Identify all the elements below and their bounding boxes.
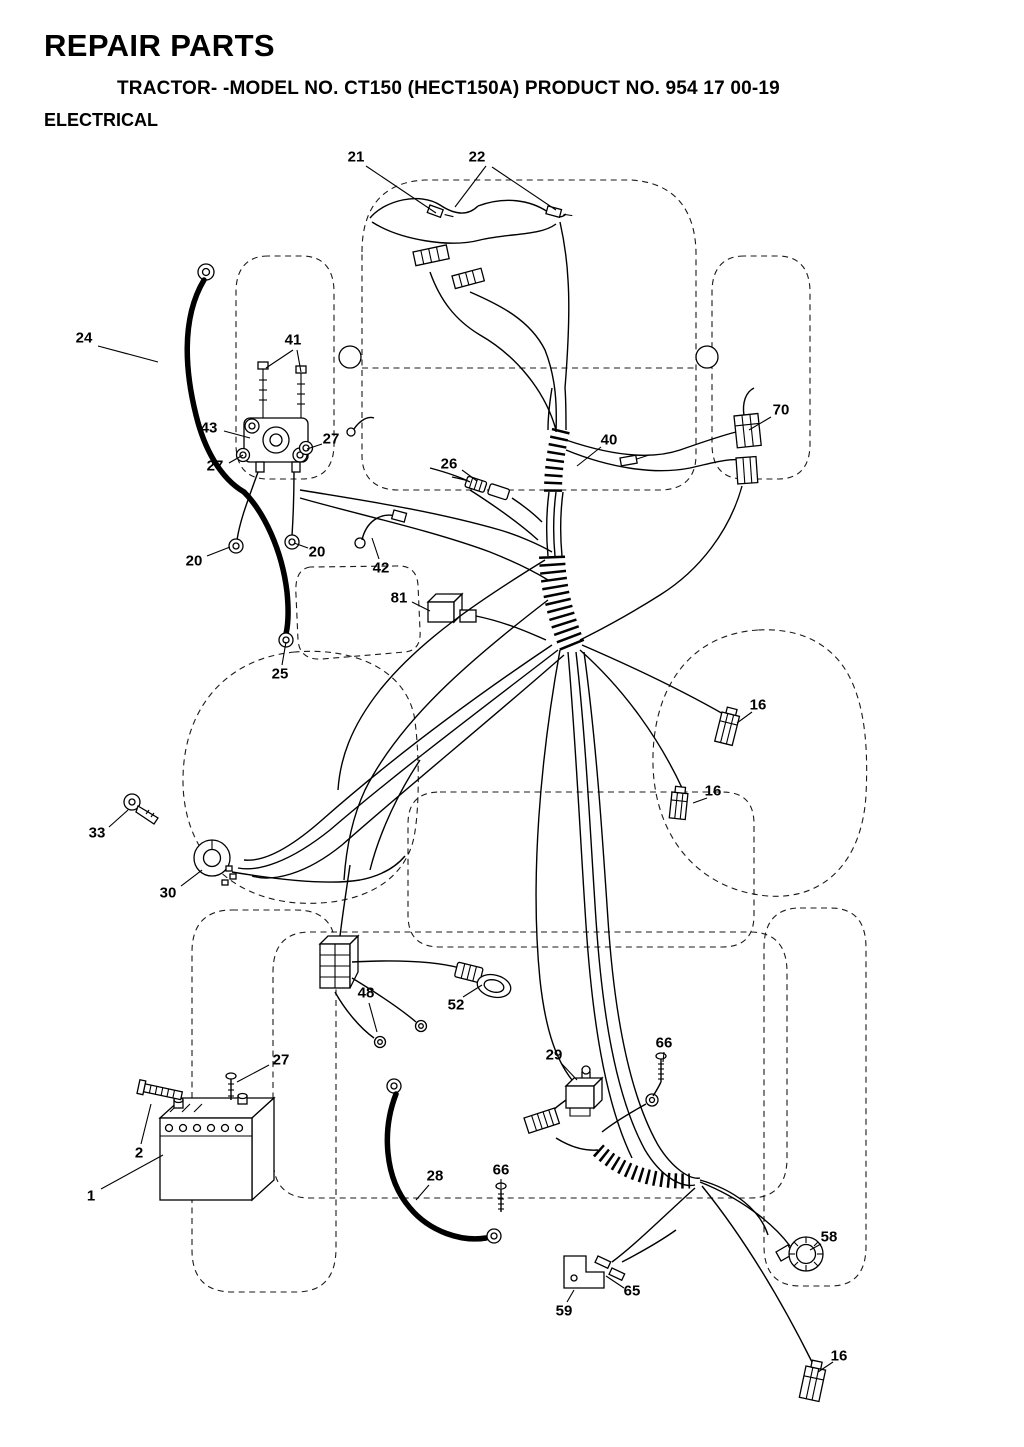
part-callout: 59 [555, 1302, 573, 1320]
part-callout: 1 [86, 1187, 96, 1205]
part-callout: 66 [655, 1034, 673, 1052]
page-title: REPAIR PARTS [44, 28, 276, 63]
spade-terminal-65 [594, 1255, 612, 1270]
harness-branch-left-upper [299, 467, 553, 581]
bullet-terminal-22 [545, 205, 573, 219]
part-callout: 30 [159, 884, 177, 902]
solenoid-bolts [257, 361, 307, 420]
battery-illustration [136, 1072, 276, 1202]
terminal-bolt-27 [225, 1072, 237, 1100]
battery-bolt-2 [136, 1078, 184, 1101]
harness-connector-upper [412, 244, 486, 290]
part-callout: 52 [447, 996, 465, 1014]
part-callout: 28 [426, 1167, 444, 1185]
model-subtitle: TRACTOR- -MODEL NO. CT150 (HECT150A) PRO… [117, 78, 780, 99]
part-callout: 43 [200, 419, 218, 437]
ignition-key-illustration [123, 793, 159, 825]
screw-66-upper [655, 1052, 667, 1082]
part-callout: 20 [185, 552, 203, 570]
jumper-wire-42 [346, 416, 408, 549]
harness-fanout [237, 559, 726, 1187]
section-label: ELECTRICAL [44, 110, 158, 130]
ground-cable-28 [384, 1078, 502, 1244]
connector-cluster-70 [565, 387, 762, 641]
spade-terminal-65b [608, 1267, 626, 1282]
part-callout: 70 [772, 401, 790, 419]
part-callout: 41 [284, 331, 302, 349]
bullet-terminal-21 [426, 204, 454, 219]
harness-branch-bottom-right [611, 1179, 813, 1363]
connector-16-upper [713, 706, 741, 747]
part-callout: 27 [206, 457, 224, 475]
connector-16-bottom [798, 1359, 827, 1403]
connector-52-illustration [351, 960, 512, 999]
ignition-switch-illustration [193, 839, 406, 886]
part-callout: 16 [830, 1347, 848, 1365]
part-callout: 66 [492, 1161, 510, 1179]
part-callout: 42 [372, 559, 390, 577]
solenoid-illustration [228, 361, 314, 554]
part-callout: 24 [75, 329, 93, 347]
fuse-illustration [451, 475, 543, 523]
hood-grommets [338, 345, 719, 369]
part-callout: 27 [322, 430, 340, 448]
part-callout: 26 [440, 455, 458, 473]
battery-cable-24 [184, 263, 294, 648]
bracket-59-illustration [563, 1255, 626, 1289]
part-callout: 33 [88, 824, 106, 842]
callout-leader-lines [97, 165, 834, 1373]
headlight-wires [369, 197, 573, 433]
part-callout: 22 [468, 148, 486, 166]
part-callout: 20 [308, 543, 326, 561]
part-callout: 58 [820, 1228, 838, 1246]
part-callout: 65 [623, 1282, 641, 1300]
part-callout: 21 [347, 148, 365, 166]
connector-16-mid [668, 785, 689, 821]
part-callout: 16 [704, 782, 722, 800]
connector-58-illustration [775, 1236, 824, 1272]
bullet-terminal-70 [619, 454, 651, 467]
connector-29-mate [523, 1107, 561, 1135]
screw-66-link [652, 1081, 662, 1097]
relay-illustration [426, 592, 547, 641]
part-callout: 16 [749, 696, 767, 714]
part-callout: 29 [545, 1046, 563, 1064]
harness-wrap-40 [539, 387, 586, 656]
part-callout: 27 [272, 1051, 290, 1069]
part-callout: 2 [134, 1144, 144, 1162]
part-callout: 48 [357, 984, 375, 1002]
part-callout: 25 [271, 665, 289, 683]
part-callout: 81 [390, 589, 408, 607]
interlock-switch-29 [523, 1065, 691, 1189]
part-callout: 40 [600, 431, 618, 449]
